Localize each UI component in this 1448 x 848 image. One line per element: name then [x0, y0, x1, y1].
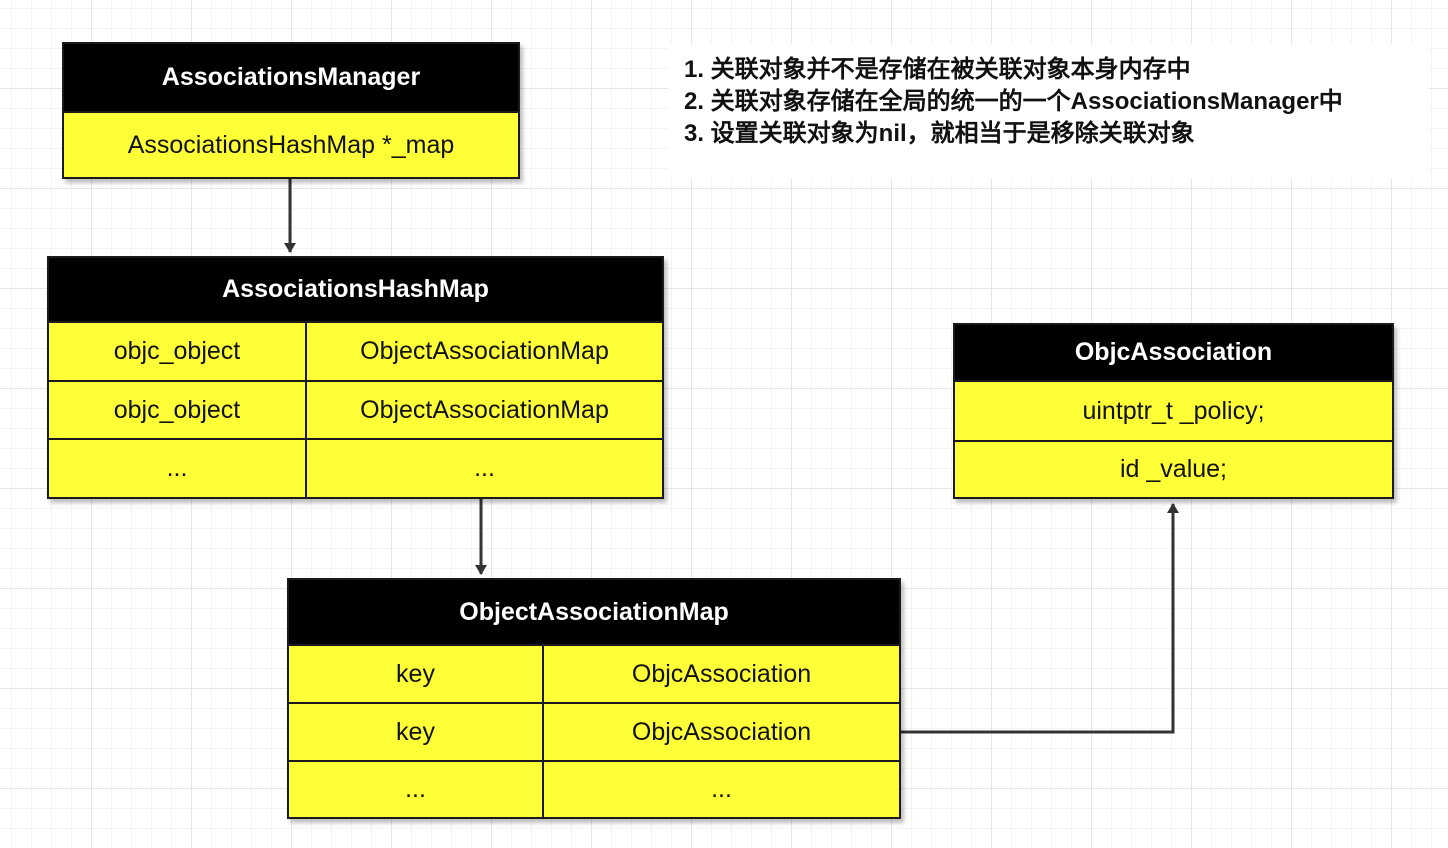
association-map-key-cell: ...: [405, 775, 426, 803]
notes-panel: 1. 关联对象并不是存储在被关联对象本身内存中 2. 关联对象存储在全局的统一的…: [668, 44, 1428, 178]
association-map-value-cell: ...: [542, 762, 899, 817]
table-row: ... ...: [49, 438, 662, 497]
association-map-value-cell: ObjcAssociation: [542, 646, 899, 702]
objc-association-value-field: id _value;: [1119, 455, 1228, 483]
object-association-map-title: ObjectAssociationMap: [289, 580, 899, 644]
table-row: key ObjcAssociation: [289, 702, 899, 760]
objc-association-value-row: id _value;: [955, 440, 1392, 497]
hash-map-value-cell: ObjectAssociationMap: [305, 323, 662, 380]
hash-map-value-cell: ...: [305, 440, 662, 497]
table-row: key ObjcAssociation: [289, 644, 899, 702]
associations-manager-field-row: AssociationsHashMap *_map: [64, 111, 518, 177]
note-line-1: 1. 关联对象并不是存储在被关联对象本身内存中: [684, 56, 1191, 83]
object-association-map-box: ObjectAssociationMap key ObjcAssociation…: [287, 578, 901, 819]
hash-map-key-cell: objc_object: [113, 395, 241, 424]
associations-hash-map-box: AssociationsHashMap objc_object ObjectAs…: [47, 256, 664, 499]
table-row: ... ...: [289, 760, 899, 817]
objc-association-policy-row: uintptr_t _policy;: [955, 380, 1392, 440]
hash-map-value-cell: ObjectAssociationMap: [305, 382, 662, 438]
association-map-value-cell: ObjcAssociation: [542, 704, 899, 760]
hash-map-key-cell: ...: [166, 454, 188, 482]
note-line-2: 2. 关联对象存储在全局的统一的一个AssociationsManager中: [684, 88, 1343, 115]
table-row: objc_object ObjectAssociationMap: [49, 321, 662, 380]
associations-manager-title: AssociationsManager: [64, 44, 518, 111]
table-row: objc_object ObjectAssociationMap: [49, 380, 662, 438]
objc-association-title: ObjcAssociation: [955, 325, 1392, 380]
association-map-key-cell: key: [396, 717, 435, 746]
associations-hash-map-title: AssociationsHashMap: [49, 258, 662, 321]
objc-association-policy-field: uintptr_t _policy;: [1082, 396, 1265, 425]
arrow-objectmap-to-objcassociation: [901, 503, 1179, 734]
hash-map-key-cell: objc_object: [113, 337, 241, 365]
note-line-3: 3. 设置关联对象为nil，就相当于是移除关联对象: [684, 120, 1195, 147]
objc-association-box: ObjcAssociation uintptr_t _policy; id _v…: [953, 323, 1394, 499]
associations-manager-box: AssociationsManager AssociationsHashMap …: [62, 42, 520, 179]
association-map-key-cell: key: [396, 659, 435, 688]
associations-manager-field: AssociationsHashMap *_map: [127, 130, 455, 159]
